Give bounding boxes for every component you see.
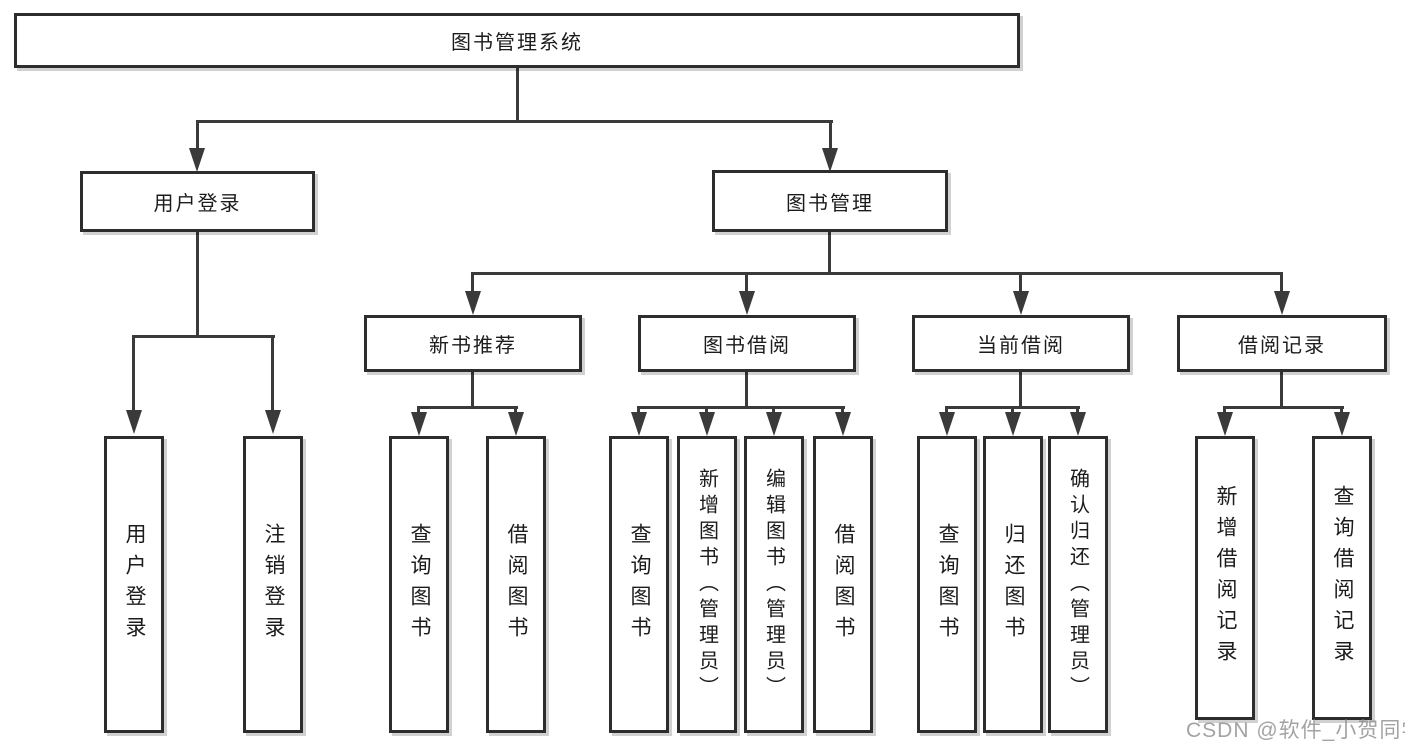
arrow-down-icon [465, 291, 481, 315]
leaf-query-book-borrow: 查询图书 [609, 436, 669, 733]
arrow-down-icon [1013, 291, 1029, 315]
node-book-borrow: 图书借阅 [638, 315, 856, 372]
csdn-watermark: CSDN @软件_小贺同学 [1186, 719, 1405, 742]
connector-line [196, 120, 833, 123]
node-current-borrow: 当前借阅 [912, 315, 1130, 372]
leaf-user-login: 用户登录 [104, 436, 164, 733]
leaf-edit-book-admin: 编辑图书（管理员） [744, 436, 804, 733]
arrow-down-icon [822, 148, 838, 172]
arrow-down-icon [189, 148, 205, 172]
node-new-book-recommend: 新书推荐 [364, 315, 582, 372]
connector-line [1340, 406, 1343, 414]
arrow-down-icon [1005, 412, 1021, 436]
connector-line [471, 272, 1283, 275]
arrow-down-icon [631, 412, 647, 436]
connector-line [514, 406, 517, 414]
arrow-down-icon [739, 291, 755, 315]
connector-line [1076, 406, 1079, 414]
leaf-add-borrow-record: 新增借阅记录 [1195, 436, 1255, 720]
connector-line [945, 406, 948, 414]
connector-line [516, 68, 519, 122]
leaf-borrow-book-borrow: 借阅图书 [813, 436, 873, 733]
arrow-down-icon [1217, 412, 1233, 436]
leaf-confirm-return-admin: 确认归还（管理员） [1048, 436, 1108, 733]
connector-line [471, 272, 474, 291]
leaf-add-book-admin: 新增图书（管理员） [677, 436, 737, 733]
connector-line [132, 335, 135, 411]
arrow-down-icon [699, 412, 715, 436]
arrow-down-icon [1334, 412, 1350, 436]
connector-line [829, 120, 832, 149]
connector-line [745, 272, 748, 291]
arrow-down-icon [265, 410, 281, 434]
connector-line [196, 120, 199, 149]
connector-line [637, 406, 640, 414]
arrow-down-icon [126, 410, 142, 434]
node-book-management: 图书管理 [712, 170, 948, 232]
connector-line [417, 406, 420, 414]
leaf-query-book-current: 查询图书 [917, 436, 977, 733]
connector-line [705, 406, 708, 414]
arrow-down-icon [1070, 412, 1086, 436]
connector-line [471, 372, 474, 408]
leaf-query-book-recommend: 查询图书 [389, 436, 449, 733]
connector-line [841, 406, 844, 414]
node-root: 图书管理系统 [14, 13, 1020, 68]
connector-line [196, 232, 199, 335]
arrow-down-icon [411, 412, 427, 436]
leaf-return-book: 归还图书 [983, 436, 1043, 733]
node-user-login: 用户登录 [80, 171, 315, 232]
connector-line [1223, 406, 1226, 414]
connector-line [772, 406, 775, 414]
leaf-query-borrow-record: 查询借阅记录 [1312, 436, 1372, 720]
connector-line [133, 335, 275, 338]
node-borrow-record: 借阅记录 [1177, 315, 1387, 372]
connector-line [638, 406, 845, 409]
connector-line [418, 406, 518, 409]
leaf-borrow-book-recommend: 借阅图书 [486, 436, 546, 733]
connector-line [745, 372, 748, 408]
arrow-down-icon [1274, 291, 1290, 315]
leaf-logout-login: 注销登录 [243, 436, 303, 733]
connector-line [1280, 272, 1283, 291]
connector-line [271, 335, 274, 411]
connector-line [828, 232, 831, 272]
connector-line [1280, 372, 1283, 408]
arrow-down-icon [508, 412, 524, 436]
connector-line [1019, 372, 1022, 408]
connector-line [1011, 406, 1014, 414]
connector-line [1224, 406, 1344, 409]
arrow-down-icon [939, 412, 955, 436]
arrow-down-icon [766, 412, 782, 436]
connector-line [1019, 272, 1022, 291]
arrow-down-icon [835, 412, 851, 436]
